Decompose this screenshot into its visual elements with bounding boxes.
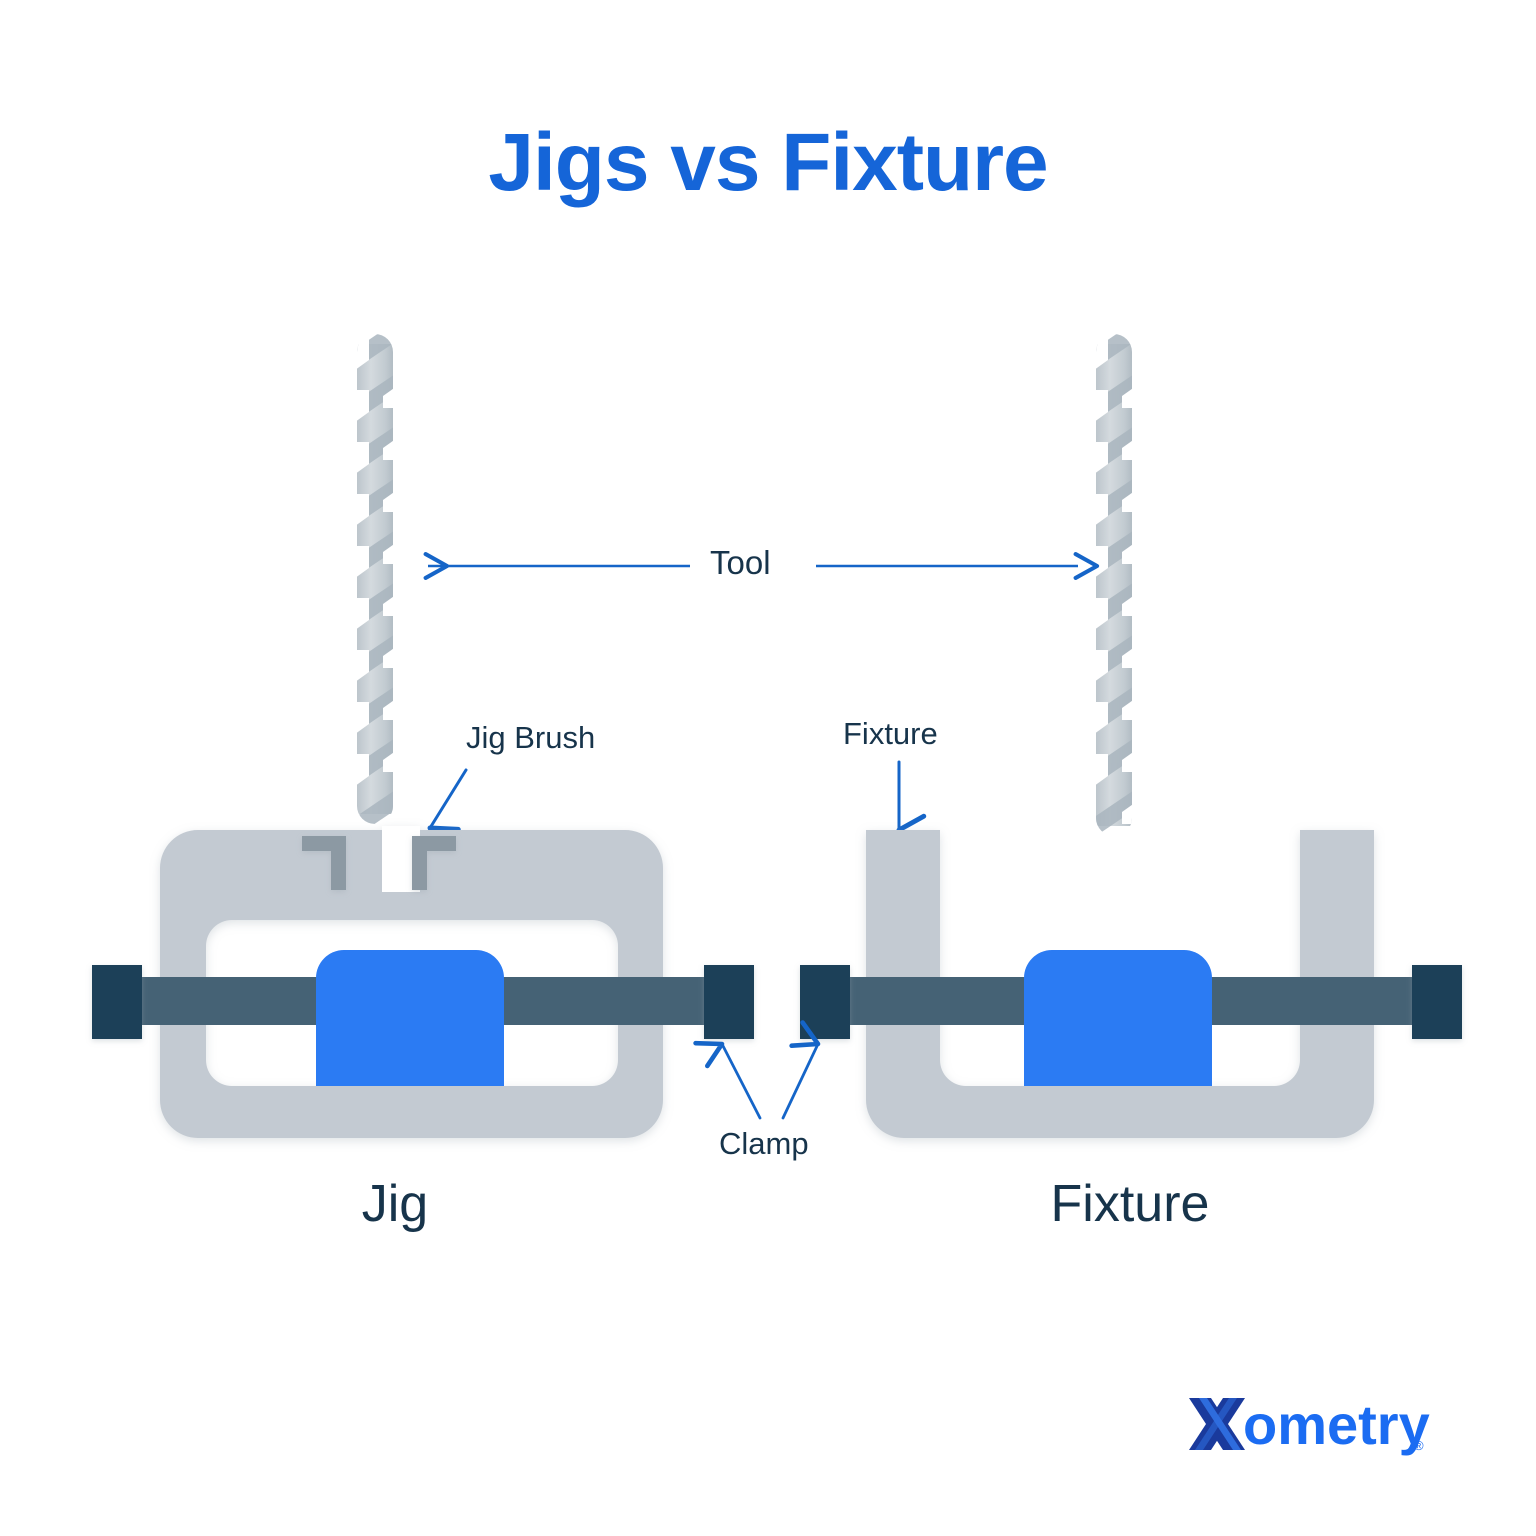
callout-label-fixture: Fixture [843, 716, 938, 751]
jig-assembly [92, 826, 754, 1138]
clamp-block-right-inner [800, 965, 850, 1039]
jig-clamp-blocks [92, 965, 754, 1039]
clamp-block-right-outer [1412, 965, 1462, 1039]
clamp-block-left-inner [704, 965, 754, 1039]
jig-bushing-brackets [302, 836, 456, 890]
tool-drill-bit-right [1096, 334, 1132, 836]
jig-brush-callout-arrow [427, 768, 468, 856]
callout-label-jig-brush: Jig Brush [466, 720, 596, 755]
caption-fixture: Fixture [1050, 1175, 1210, 1233]
xometry-wordmark: ometry [1243, 1393, 1430, 1456]
clamp-callout-arrows [693, 1020, 821, 1120]
page-title: Jigs vs Fixture [488, 117, 1048, 208]
tool-drill-bit-left [357, 334, 393, 824]
xometry-x-icon [1189, 1398, 1245, 1450]
fixture-workpiece [1024, 950, 1212, 1086]
clamp-block-left-outer [92, 965, 142, 1039]
xometry-logo: ometry [1189, 1393, 1430, 1456]
fixture-frame-body [866, 830, 1374, 1138]
registered-trademark-mark: ® [1414, 1438, 1424, 1453]
callout-label-clamp: Clamp [719, 1126, 809, 1161]
jig-workpiece [316, 950, 504, 1086]
fixture-assembly [800, 830, 1462, 1138]
callout-label-tool: Tool [710, 544, 771, 581]
caption-jig: Jig [361, 1175, 429, 1233]
